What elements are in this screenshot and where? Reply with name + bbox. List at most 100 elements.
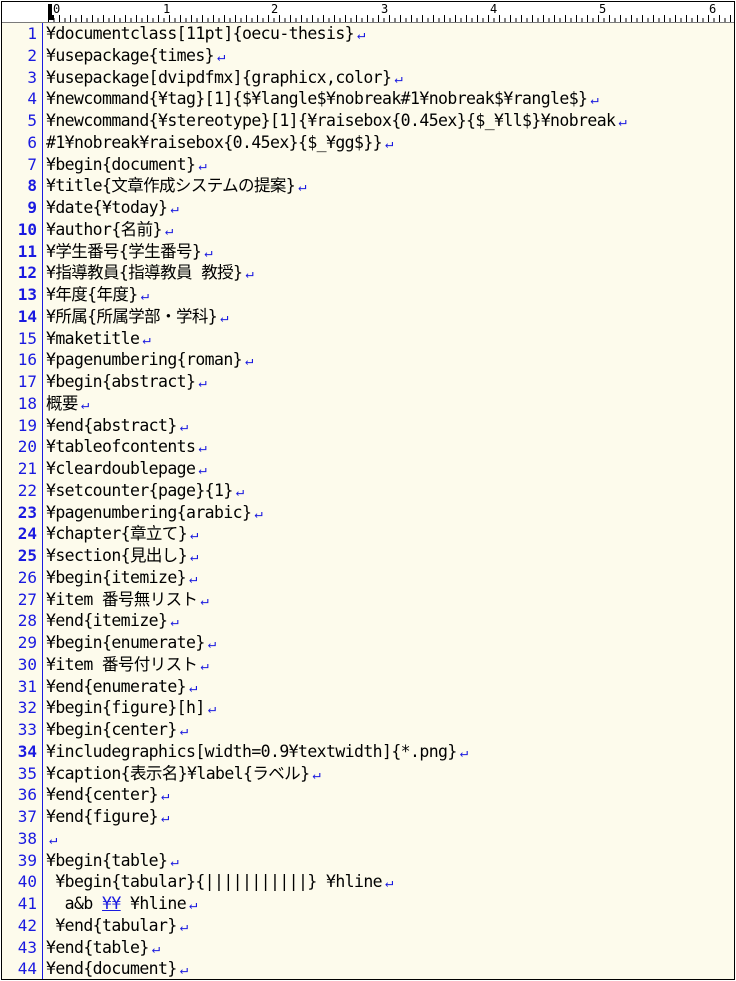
line-number: 39: [17, 850, 37, 870]
code-line[interactable]: 44¥end{document}↵: [2, 958, 734, 979]
line-text[interactable]: ¥item 番号付リスト↵: [46, 654, 209, 678]
line-text[interactable]: ¥title{文章作成システムの提案}↵: [46, 175, 307, 199]
line-text[interactable]: ¥pagenumbering{roman}↵: [46, 349, 253, 373]
code-line[interactable]: 13¥年度{年度}↵: [2, 284, 734, 306]
line-text[interactable]: ¥newcommand{¥stereotype}[1]{¥raisebox{0.…: [46, 110, 627, 134]
text-area[interactable]: 1¥documentclass[11pt]{oecu-thesis}↵2¥use…: [2, 23, 734, 979]
code-line[interactable]: 38↵: [2, 828, 734, 850]
line-text[interactable]: ¥end{figure}↵: [46, 806, 169, 830]
code-line[interactable]: 42 ¥end{tabular}↵: [2, 915, 734, 937]
line-number: 36: [17, 785, 37, 805]
newline-mark-icon: ↵: [235, 483, 244, 500]
code-line[interactable]: 31¥end{enumerate}↵: [2, 676, 734, 698]
line-text[interactable]: ¥cleardoublepage↵: [46, 458, 207, 482]
code-line[interactable]: 4¥newcommand{¥tag}[1]{$¥langle$¥nobreak#…: [2, 88, 734, 110]
code-line[interactable]: 19 ¥end{abstract}↵: [2, 415, 734, 437]
line-text[interactable]: ¥end{table}↵: [46, 937, 160, 961]
code-line[interactable]: 36 ¥end{center}↵: [2, 784, 734, 806]
line-text[interactable]: ¥begin{tabular}{|||||||||||} ¥hline↵: [46, 871, 393, 895]
line-text[interactable]: ¥date{¥today}↵: [46, 197, 179, 221]
line-text[interactable]: ¥setcounter{page}{1}↵: [46, 480, 244, 504]
code-line[interactable]: 39 ¥begin{table}↵: [2, 850, 734, 872]
code-line[interactable]: 34¥includegraphics[width=0.9¥textwidth]{…: [2, 741, 734, 763]
line-text[interactable]: ¥begin{table}↵: [46, 850, 179, 874]
line-text[interactable]: ¥所属{所属学部・学科}↵: [46, 306, 229, 330]
code-line[interactable]: 14¥所属{所属学部・学科}↵: [2, 306, 734, 328]
line-text[interactable]: ↵: [46, 828, 57, 852]
code-line[interactable]: 10¥author{名前}↵: [2, 219, 734, 241]
line-text[interactable]: ¥begin{figure}[h]↵: [46, 697, 216, 721]
line-text[interactable]: ¥caption{表示名}¥label{ラベル}↵: [46, 763, 321, 787]
code-line[interactable]: 40 ¥begin{tabular}{|||||||||||} ¥hline↵: [2, 871, 734, 893]
line-text[interactable]: ¥author{名前}↵: [46, 219, 173, 243]
code-line[interactable]: 1¥documentclass[11pt]{oecu-thesis}↵: [2, 23, 734, 45]
line-text[interactable]: ¥begin{abstract}↵: [46, 371, 207, 395]
code-line[interactable]: 29¥begin{enumerate}↵: [2, 632, 734, 654]
line-number: 3: [27, 67, 37, 87]
code-line[interactable]: 30¥item 番号付リスト↵: [2, 654, 734, 676]
line-text[interactable]: ¥指導教員{指導教員 教授}↵: [46, 262, 254, 286]
code-line[interactable]: 25¥section{見出し}↵: [2, 545, 734, 567]
line-text[interactable]: ¥end{enumerate}↵: [46, 676, 197, 700]
line-text[interactable]: ¥end{abstract}↵: [46, 415, 188, 439]
code-line[interactable]: 7¥begin{document}↵: [2, 154, 734, 176]
line-text[interactable]: #1¥nobreak¥raisebox{0.45ex}{$_¥gg$}}↵: [46, 132, 393, 156]
line-text[interactable]: ¥end{tabular}↵: [46, 915, 188, 939]
code-line[interactable]: 43¥end{table}↵: [2, 937, 734, 959]
line-text[interactable]: ¥documentclass[11pt]{oecu-thesis}↵: [46, 23, 365, 47]
code-line[interactable]: 3 ¥usepackage[dvipdfmx]{graphicx,color}↵: [2, 67, 734, 89]
code-line[interactable]: 5¥newcommand{¥stereotype}[1]{¥raisebox{0…: [2, 110, 734, 132]
code-line[interactable]: 8¥title{文章作成システムの提案}↵: [2, 175, 734, 197]
line-text[interactable]: ¥includegraphics[width=0.9¥textwidth]{*.…: [46, 741, 468, 765]
code-line[interactable]: 37¥end{figure}↵: [2, 806, 734, 828]
code-line[interactable]: 24¥chapter{章立て}↵: [2, 523, 734, 545]
code-line[interactable]: 27¥item 番号無リスト↵: [2, 589, 734, 611]
ruler-label: 0: [52, 2, 62, 16]
line-text[interactable]: ¥begin{document}↵: [46, 154, 207, 178]
code-line[interactable]: 26¥begin{itemize}↵: [2, 567, 734, 589]
code-line[interactable]: 32¥begin{figure}[h]↵: [2, 697, 734, 719]
newline-mark-icon: ↵: [170, 614, 179, 631]
newline-mark-icon: ↵: [200, 657, 209, 674]
code-line[interactable]: 28¥end{itemize}↵: [2, 610, 734, 632]
line-text[interactable]: ¥item 番号無リスト↵: [46, 589, 209, 613]
line-text[interactable]: ¥usepackage[dvipdfmx]{graphicx,color}↵: [46, 67, 403, 91]
line-text[interactable]: ¥end{document}↵: [46, 958, 188, 979]
line-text[interactable]: ¥usepackage{times}↵: [46, 45, 225, 69]
newline-mark-icon: ↵: [254, 505, 263, 522]
line-text[interactable]: ¥begin{itemize}↵: [46, 567, 197, 591]
line-text[interactable]: ¥begin{center}↵: [46, 719, 188, 743]
code-line[interactable]: 17¥begin{abstract}↵: [2, 371, 734, 393]
code-line[interactable]: 12¥指導教員{指導教員 教授}↵: [2, 262, 734, 284]
line-text[interactable]: 概要↵: [46, 393, 89, 417]
line-text[interactable]: ¥pagenumbering{arabic}↵: [46, 502, 263, 526]
code-line[interactable]: 9¥date{¥today}↵: [2, 197, 734, 219]
line-text[interactable]: ¥学生番号{学生番号}↵: [46, 241, 213, 265]
code-line[interactable]: 11¥学生番号{学生番号}↵: [2, 241, 734, 263]
line-number: 19: [17, 415, 37, 435]
line-text[interactable]: ¥section{見出し}↵: [46, 545, 198, 569]
code-line[interactable]: 20¥tableofcontents↵: [2, 436, 734, 458]
line-text[interactable]: ¥chapter{章立て}↵: [46, 523, 198, 547]
code-line[interactable]: 23¥pagenumbering{arabic}↵: [2, 502, 734, 524]
code-line[interactable]: 33¥begin{center}↵: [2, 719, 734, 741]
code-line[interactable]: 2¥usepackage{times}↵: [2, 45, 734, 67]
code-line[interactable]: 15¥maketitle↵: [2, 328, 734, 350]
line-text[interactable]: ¥newcommand{¥tag}[1]{$¥langle$¥nobreak#1…: [46, 88, 599, 112]
line-text[interactable]: ¥年度{年度}↵: [46, 284, 149, 308]
code-line[interactable]: 35¥caption{表示名}¥label{ラベル}↵: [2, 763, 734, 785]
line-text[interactable]: ¥end{itemize}↵: [46, 610, 179, 634]
code-line[interactable]: 16¥pagenumbering{roman}↵: [2, 349, 734, 371]
code-line[interactable]: 22¥setcounter{page}{1}↵: [2, 480, 734, 502]
line-text[interactable]: ¥maketitle↵: [46, 328, 151, 352]
code-line[interactable]: 21¥cleardoublepage↵: [2, 458, 734, 480]
line-content: ¥学生番号{学生番号}: [46, 241, 202, 261]
line-text[interactable]: ¥tableofcontents↵: [46, 436, 207, 460]
line-text[interactable]: ¥begin{enumerate}↵: [46, 632, 216, 656]
line-text[interactable]: ¥end{center}↵: [46, 784, 169, 808]
code-line[interactable]: 41 a&b ¥¥ ¥hline↵: [2, 893, 734, 915]
code-line[interactable]: 6#1¥nobreak¥raisebox{0.45ex}{$_¥gg$}}↵: [2, 132, 734, 154]
line-content: ¥date{¥today}: [46, 198, 168, 217]
line-text[interactable]: a&b ¥¥ ¥hline↵: [46, 893, 198, 917]
